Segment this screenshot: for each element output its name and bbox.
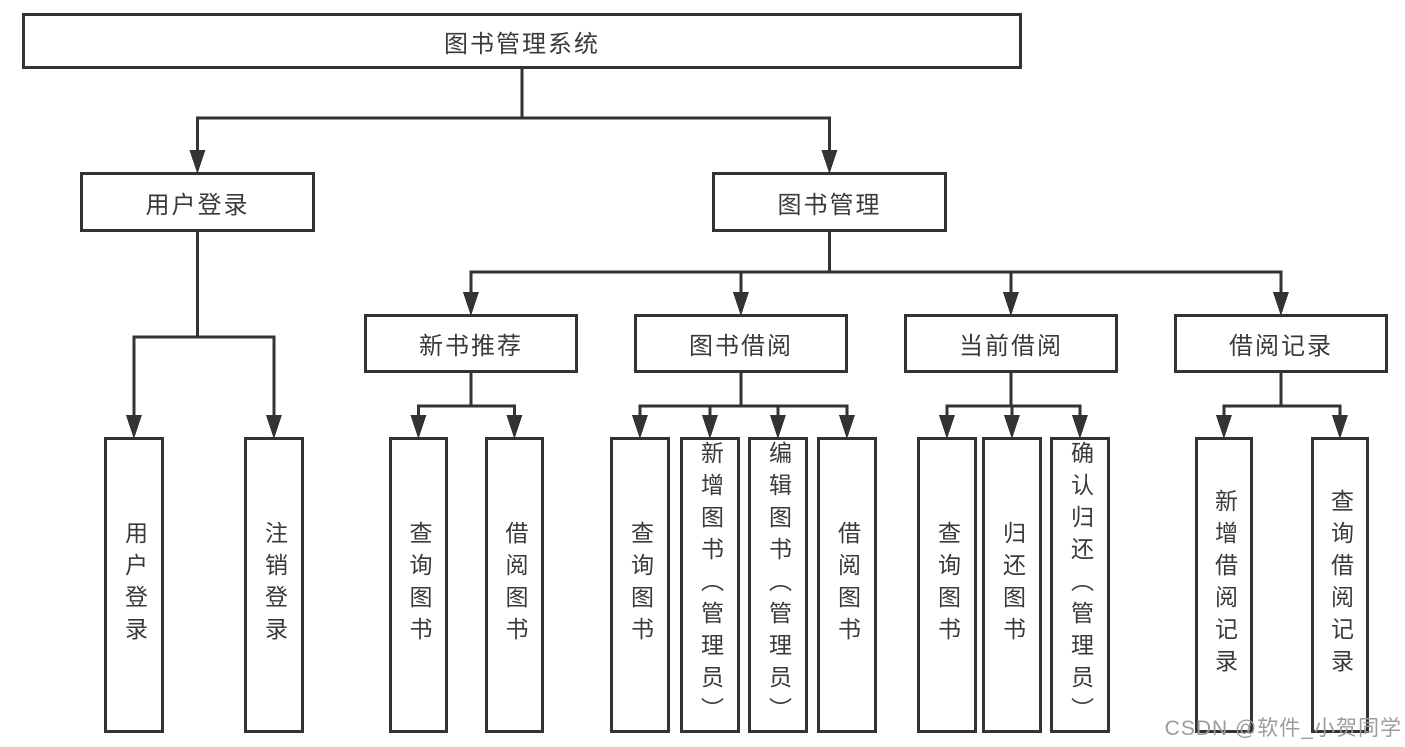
- arrow-down-icon: [770, 415, 786, 439]
- node-borrow-records: 借阅记录: [1174, 314, 1388, 373]
- node-label: 图书管理: [777, 191, 882, 219]
- arrow-down-icon: [1072, 415, 1088, 439]
- arrow-down-icon: [1273, 292, 1289, 316]
- node-book-borrow: 图书借阅: [634, 314, 848, 373]
- node-label: 查询借阅记录: [1327, 489, 1354, 681]
- node-leaf-br-add: 新增借阅记录: [1195, 437, 1253, 733]
- arrow-down-icon: [821, 150, 838, 174]
- arrow-down-icon: [506, 415, 523, 439]
- node-new-book-rec: 新书推荐: [364, 314, 578, 373]
- arrow-down-icon: [463, 292, 479, 316]
- node-leaf-bb-borrow: 借阅图书: [817, 437, 877, 733]
- arrow-down-icon: [1332, 415, 1348, 439]
- node-label: 查询图书: [406, 521, 432, 649]
- node-label: 查询图书: [934, 521, 961, 649]
- arrow-down-icon: [189, 150, 206, 174]
- arrow-down-icon: [839, 415, 855, 439]
- node-leaf-bb-add: 新增图书（管理员）: [680, 437, 740, 733]
- node-leaf-logout: 注销登录: [244, 437, 304, 733]
- arrow-down-icon: [702, 415, 718, 439]
- node-label: 借阅图书: [834, 521, 861, 649]
- arrow-down-icon: [126, 415, 142, 439]
- node-label: 新增图书（管理员）: [697, 441, 724, 729]
- arrow-down-icon: [1216, 415, 1232, 439]
- node-label: 新增借阅记录: [1211, 489, 1238, 681]
- node-leaf-user-login: 用户登录: [104, 437, 164, 733]
- node-label: 当前借阅: [959, 333, 1063, 360]
- node-leaf-br-query: 查询借阅记录: [1311, 437, 1369, 733]
- node-label: 新书推荐: [419, 333, 523, 360]
- node-label: 注销登录: [261, 521, 288, 649]
- arrow-down-icon: [266, 415, 282, 439]
- arrow-down-icon: [410, 415, 427, 439]
- node-leaf-cb-confirm: 确认归还（管理员）: [1050, 437, 1110, 733]
- node-leaf-cb-query: 查询图书: [917, 437, 977, 733]
- arrow-down-icon: [733, 292, 749, 316]
- node-user-login: 用户登录: [80, 172, 315, 232]
- node-label: 图书管理系统: [444, 30, 600, 58]
- node-label: 归还图书: [999, 521, 1026, 649]
- node-root: 图书管理系统: [22, 13, 1022, 69]
- arrow-down-icon: [1003, 292, 1019, 316]
- node-leaf-nbr-query: 查询图书: [389, 437, 448, 733]
- node-label: 确认归还（管理员）: [1067, 441, 1094, 729]
- node-current-borrow: 当前借阅: [904, 314, 1118, 373]
- node-label: 编辑图书（管理员）: [765, 441, 792, 729]
- node-leaf-bb-edit: 编辑图书（管理员）: [748, 437, 808, 733]
- node-label: 图书借阅: [689, 333, 793, 360]
- node-leaf-nbr-borrow: 借阅图书: [485, 437, 544, 733]
- arrow-down-icon: [632, 415, 648, 439]
- arrow-down-icon: [1004, 415, 1020, 439]
- node-leaf-bb-query: 查询图书: [610, 437, 670, 733]
- node-label: 借阅记录: [1229, 333, 1333, 360]
- node-leaf-cb-return: 归还图书: [982, 437, 1042, 733]
- node-label: 用户登录: [145, 191, 250, 219]
- node-book-mgmt: 图书管理: [712, 172, 947, 232]
- node-label: 查询图书: [627, 521, 654, 649]
- node-label: 借阅图书: [502, 521, 528, 649]
- arrow-down-icon: [939, 415, 955, 439]
- node-label: 用户登录: [121, 521, 148, 649]
